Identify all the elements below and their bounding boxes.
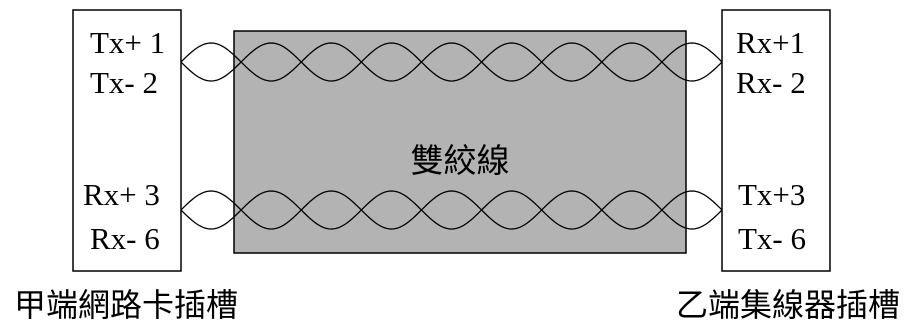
- twisted-pair-bottom: [180, 190, 723, 230]
- cable-label: 雙絞線: [411, 141, 510, 180]
- left-card-box: [72, 9, 182, 272]
- wire-a: [180, 42, 723, 82]
- right-card-caption: 乙端集線器插槽: [676, 286, 900, 324]
- right-pin-rx-plus: Rx+1: [736, 25, 805, 60]
- left-pin-rx-plus: Rx+ 3: [83, 177, 160, 212]
- right-pin-tx-plus: Tx+3: [738, 177, 805, 212]
- left-pin-rx-minus: Rx- 6: [90, 221, 160, 256]
- wire-a: [180, 190, 723, 230]
- left-card-caption: 甲端網路卡插槽: [14, 286, 238, 324]
- cable-body: [233, 30, 687, 254]
- right-pin-rx-minus: Rx- 2: [736, 65, 806, 100]
- wire-b: [180, 42, 723, 82]
- right-card-box: [721, 9, 831, 272]
- right-pin-tx-minus: Tx- 6: [738, 221, 806, 256]
- twisted-pair-top: [180, 42, 723, 82]
- wire-b: [180, 190, 723, 230]
- left-pin-tx-minus: Tx- 2: [90, 65, 158, 100]
- left-pin-tx-plus: Tx+ 1: [90, 25, 165, 60]
